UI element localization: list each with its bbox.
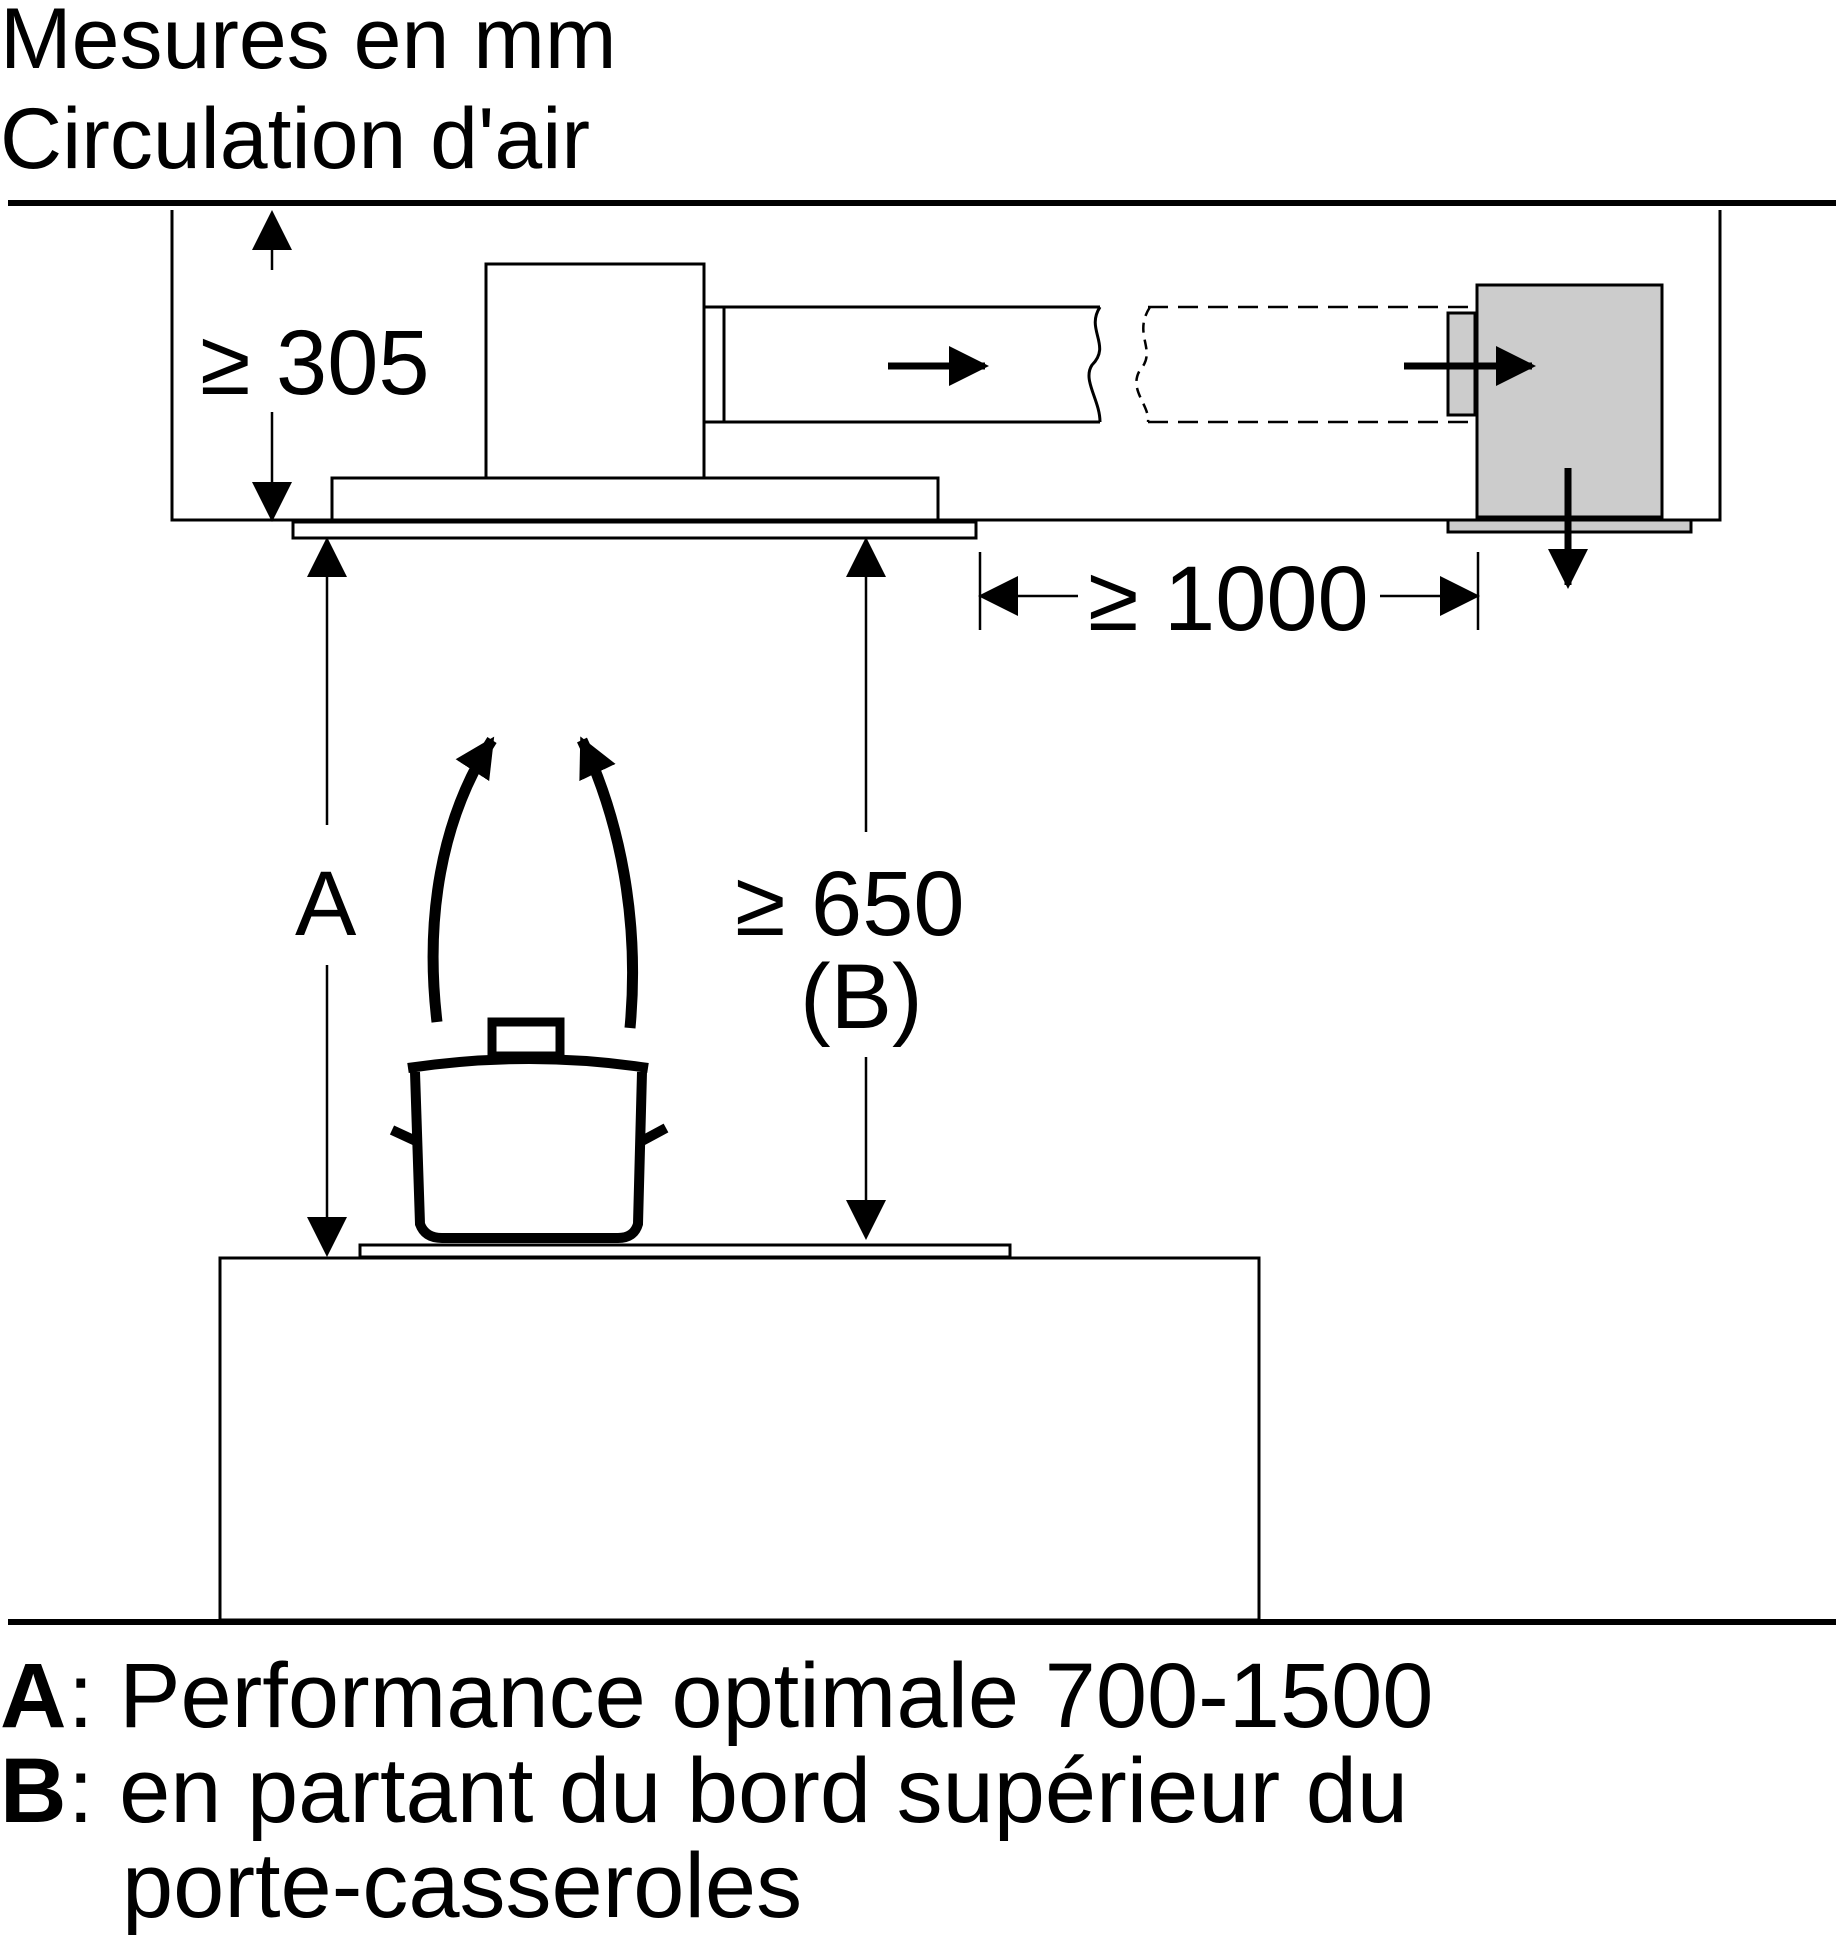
hood-body bbox=[330, 476, 940, 522]
duct-pipe-break bbox=[1087, 306, 1102, 423]
mode-title: Circulation d'air bbox=[0, 91, 590, 187]
duct-pipe bbox=[724, 305, 1100, 424]
hob bbox=[358, 1243, 1012, 1259]
dimension-1000-label: ≥ 1000 bbox=[1088, 548, 1369, 650]
legend-b-key: B bbox=[0, 1740, 66, 1842]
hood-trim-panel bbox=[291, 520, 978, 540]
ceiling-void-outline bbox=[170, 210, 1722, 522]
kitchen-counter bbox=[218, 1256, 1261, 1622]
legend-a-key: A bbox=[0, 1645, 66, 1747]
dimension-a-label: A bbox=[295, 853, 357, 955]
duct-pipe-break-dashed bbox=[1135, 306, 1152, 423]
legend-b-text-continued: porte-casseroles bbox=[122, 1835, 802, 1935]
dimension-650-sublabel: (B) bbox=[800, 946, 923, 1048]
hood-motor-housing bbox=[484, 262, 706, 480]
steam-arrow-icon bbox=[427, 736, 497, 1023]
duct-pipe-dashed bbox=[1148, 305, 1470, 424]
units-note: Mesures en mm bbox=[0, 0, 617, 87]
pot-icon bbox=[389, 1017, 669, 1243]
duct-connector bbox=[702, 305, 726, 424]
legend-a-text: : Performance optimale 700-1500 bbox=[68, 1645, 1433, 1747]
dimension-650-label: ≥ 650 bbox=[735, 853, 965, 955]
legend-b-text: : en partant du bord supérieur du bbox=[68, 1740, 1408, 1842]
dimension-305-label: ≥ 305 bbox=[200, 312, 430, 414]
steam-arrow-icon bbox=[577, 736, 639, 1029]
